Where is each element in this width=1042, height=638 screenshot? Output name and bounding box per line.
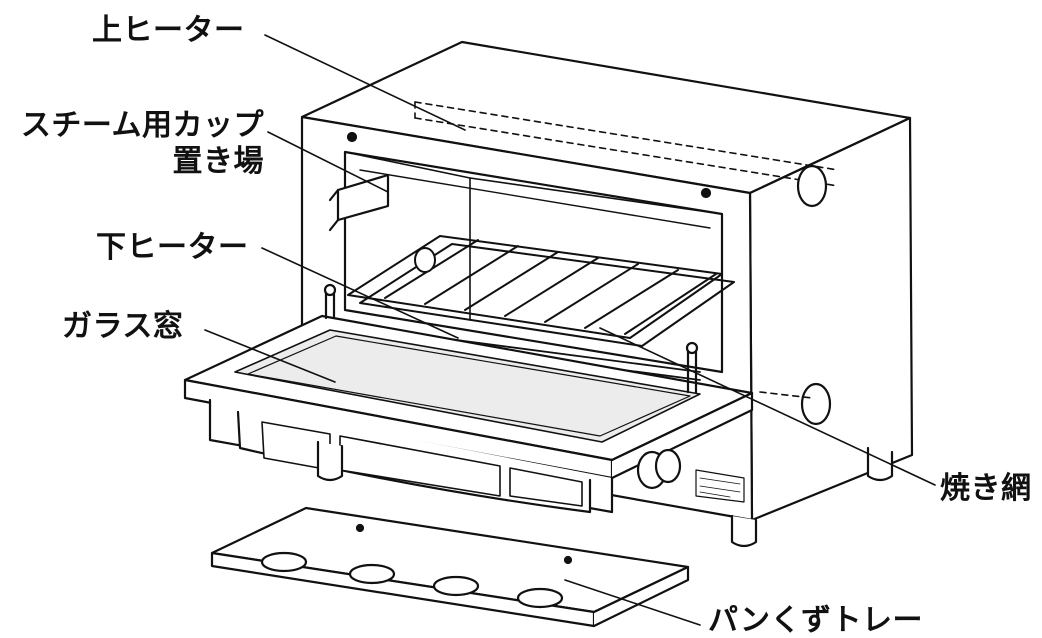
label-steam-cup: スチーム用カップ 置き場 [8,108,264,180]
label-upper-heater: 上ヒーター [92,16,245,46]
label-crumb-tray: パンくずトレー [708,606,923,636]
label-glass-window: ガラス窓 [62,312,183,342]
label-lower-heater: 下ヒーター [96,233,249,263]
label-steam-cup-line2: 置き場 [8,144,264,180]
label-steam-cup-line1: スチーム用カップ [8,108,264,144]
label-grill-rack: 焼き網 [940,474,1032,504]
crumb-tray [212,508,688,626]
